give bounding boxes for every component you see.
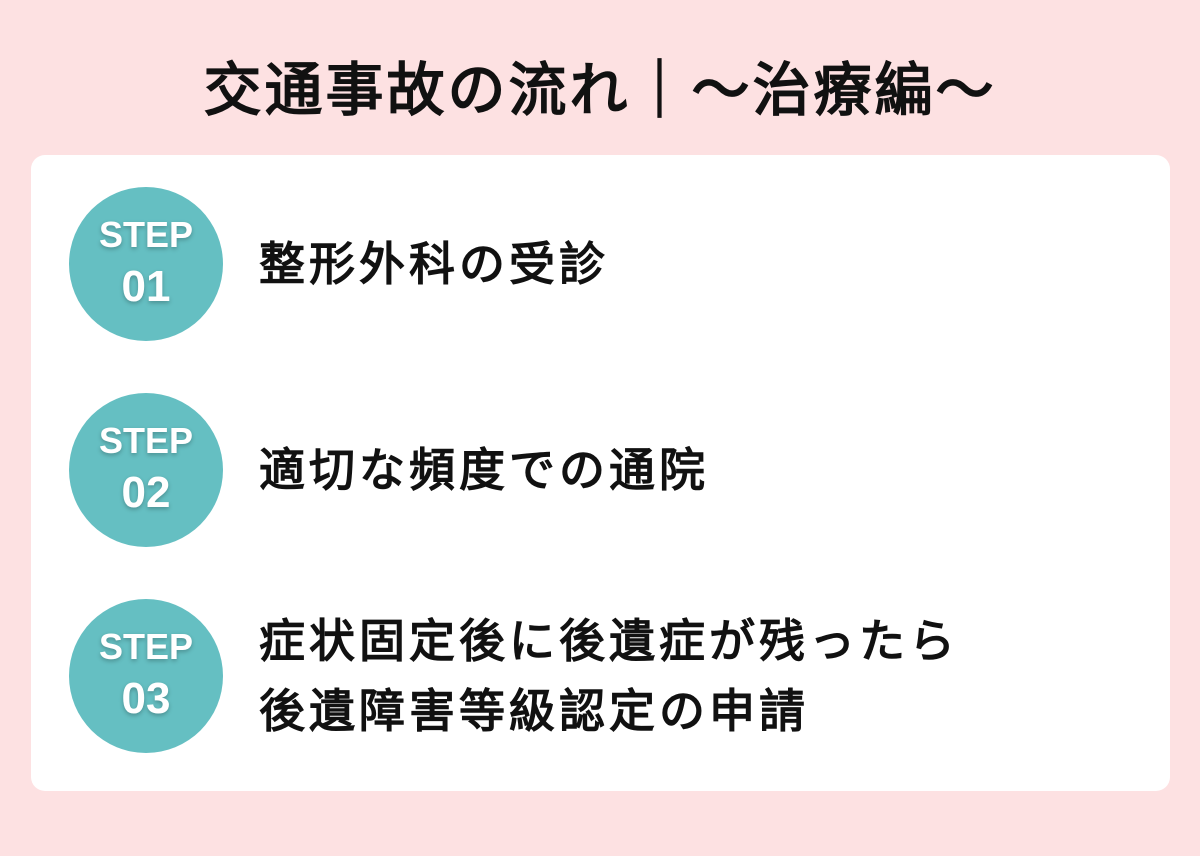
step-02: STEP 02 適切な頻度での通院 bbox=[69, 393, 709, 547]
step-text: 症状固定後に後遺症が残ったら 後遺障害等級認定の申請 bbox=[259, 610, 959, 742]
step-badge: STEP 02 bbox=[69, 393, 223, 547]
step-text-line: 整形外科の受診 bbox=[259, 237, 609, 291]
step-badge: STEP 03 bbox=[69, 599, 223, 753]
step-badge: STEP 01 bbox=[69, 187, 223, 341]
step-label: STEP bbox=[98, 626, 194, 667]
page-title: 交通事故の流れ｜～治療編～ bbox=[203, 56, 997, 124]
step-number: 01 bbox=[121, 262, 171, 311]
step-label: STEP bbox=[98, 214, 194, 255]
step-text-line: 後遺障害等級認定の申請 bbox=[259, 684, 809, 738]
step-text: 整形外科の受診 bbox=[259, 233, 609, 295]
step-text-line: 適切な頻度での通院 bbox=[259, 443, 709, 497]
step-text-line: 症状固定後に後遺症が残ったら bbox=[259, 614, 959, 668]
step-03: STEP 03 症状固定後に後遺症が残ったら 後遺障害等級認定の申請 bbox=[69, 599, 959, 753]
step-text: 適切な頻度での通院 bbox=[259, 439, 709, 501]
step-number: 03 bbox=[121, 674, 171, 723]
step-number: 02 bbox=[121, 468, 171, 517]
steps-card: STEP 01 整形外科の受診 STEP 02 適切な頻度での通院 STEP 0… bbox=[31, 155, 1170, 791]
step-label: STEP bbox=[98, 420, 194, 461]
step-01: STEP 01 整形外科の受診 bbox=[69, 187, 609, 341]
